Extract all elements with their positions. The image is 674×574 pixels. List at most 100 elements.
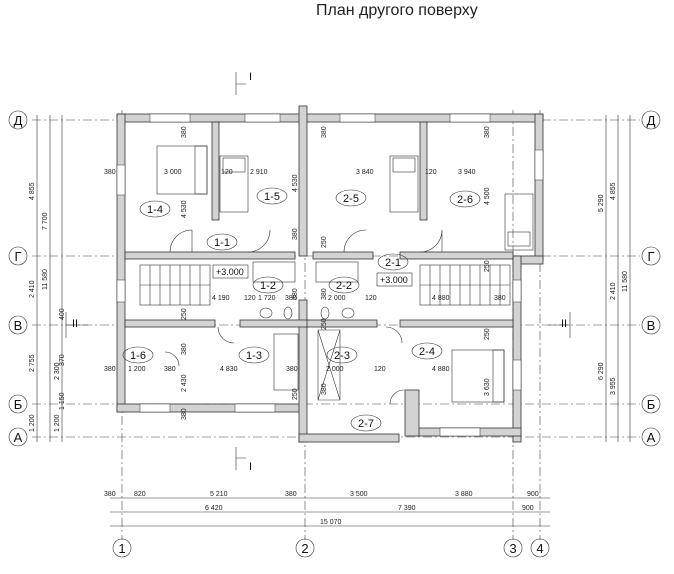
axis-row-D-left: Д xyxy=(14,113,23,128)
elevation-marks: +3.000 +3.000 xyxy=(212,264,413,287)
room-1-1: 1-1 xyxy=(214,237,230,249)
svg-text:120: 120 xyxy=(425,169,437,176)
interior-dimensions: 380 3 000 120 2 910 3 840 120 3 940 4 53… xyxy=(59,126,506,420)
svg-text:2 000: 2 000 xyxy=(328,295,346,302)
section-II-left: II xyxy=(72,318,78,330)
section-I-bottom: I xyxy=(249,461,252,473)
column-axis-markers: 1 2 3 4 xyxy=(112,538,550,558)
svg-text:250: 250 xyxy=(292,388,299,400)
room-2-4: 2-4 xyxy=(419,346,435,358)
axis-row-D-right: Д xyxy=(647,113,656,128)
left-dimensions: 4 855 2 410 2 755 1 200 7 700 2 300 1 20… xyxy=(29,115,63,442)
dim-b2-1: 7 390 xyxy=(398,505,416,512)
svg-text:3 940: 3 940 xyxy=(458,169,476,176)
dim-right-total: 11 580 xyxy=(622,271,629,292)
axis-col-4: 4 xyxy=(536,541,543,556)
dim-r1-0: 5 290 xyxy=(598,194,605,212)
svg-text:250: 250 xyxy=(181,308,188,320)
page-title: План другого поверху xyxy=(316,2,478,19)
svg-text:370: 370 xyxy=(59,354,66,366)
svg-text:1 200: 1 200 xyxy=(128,366,146,373)
room-labels: 1-1 1-2 1-3 1-4 1-5 1-6 2-1 2-2 2-3 2-4 … xyxy=(122,187,481,432)
bottom-dimensions: 380 820 5 210 380 3 500 3 880 900 6 420 … xyxy=(104,491,550,527)
room-1-2: 1-2 xyxy=(260,280,276,292)
dim-r2-2: 3 955 xyxy=(610,377,617,395)
dim-l2-0: 7 700 xyxy=(42,212,49,230)
axis-row-V-left: В xyxy=(14,318,23,333)
room-1-5: 1-5 xyxy=(264,191,280,203)
svg-text:380: 380 xyxy=(321,288,328,300)
dim-l1-0: 4 855 xyxy=(29,182,36,200)
svg-text:4 830: 4 830 xyxy=(220,366,238,373)
svg-text:2 910: 2 910 xyxy=(250,169,268,176)
axis-col-3: 3 xyxy=(509,541,516,556)
svg-text:1 150: 1 150 xyxy=(59,392,66,410)
room-1-6: 1-6 xyxy=(130,350,146,362)
svg-text:380: 380 xyxy=(104,169,116,176)
svg-text:250: 250 xyxy=(484,328,491,340)
axis-row-V-right: В xyxy=(647,318,656,333)
dim-b1-0: 380 xyxy=(104,491,116,498)
section-I-top: I xyxy=(249,71,252,83)
svg-text:3 630: 3 630 xyxy=(484,378,491,396)
axis-row-G-left: Г xyxy=(14,249,21,264)
section-marks: I I II II xyxy=(65,71,571,473)
axis-col-1: 1 xyxy=(118,541,125,556)
svg-text:250: 250 xyxy=(321,318,328,330)
doors xyxy=(164,229,443,405)
exterior-walls xyxy=(116,105,544,443)
svg-text:120: 120 xyxy=(244,295,256,302)
svg-text:380: 380 xyxy=(181,408,188,420)
svg-text:4 190: 4 190 xyxy=(212,295,230,302)
svg-text:380: 380 xyxy=(181,126,188,138)
dim-l2-2: 1 200 xyxy=(54,414,61,432)
dim-left-total: 11 580 xyxy=(42,269,49,290)
svg-text:120: 120 xyxy=(374,366,386,373)
room-2-7: 2-7 xyxy=(358,418,374,430)
room-2-6: 2-6 xyxy=(457,194,473,206)
stairs xyxy=(139,264,511,306)
svg-text:3 000: 3 000 xyxy=(164,169,182,176)
dim-l1-3: 1 200 xyxy=(29,414,36,432)
svg-text:380: 380 xyxy=(292,228,299,240)
svg-text:1 720: 1 720 xyxy=(258,295,276,302)
svg-text:380: 380 xyxy=(292,288,299,300)
svg-text:400: 400 xyxy=(59,308,66,320)
svg-text:380: 380 xyxy=(484,126,491,138)
svg-text:3 840: 3 840 xyxy=(356,169,374,176)
dim-b1-4: 3 500 xyxy=(350,491,368,498)
svg-text:4 500: 4 500 xyxy=(484,187,491,205)
svg-text:4 530: 4 530 xyxy=(292,174,299,192)
elevation-right: +3.000 xyxy=(380,275,408,285)
svg-text:380: 380 xyxy=(181,343,188,355)
dim-b1-3: 380 xyxy=(285,491,297,498)
svg-text:2 000: 2 000 xyxy=(326,366,344,373)
section-II-right: II xyxy=(561,318,567,330)
svg-text:380: 380 xyxy=(285,295,297,302)
svg-text:2 430: 2 430 xyxy=(181,374,188,392)
svg-text:120: 120 xyxy=(221,169,233,176)
dim-l1-1: 2 410 xyxy=(29,280,36,298)
svg-text:4 880: 4 880 xyxy=(432,366,450,373)
dim-b1-6: 900 xyxy=(527,491,539,498)
axis-row-A-left: А xyxy=(14,430,23,445)
svg-text:380: 380 xyxy=(321,383,328,395)
dim-r2-1: 2 410 xyxy=(610,282,617,300)
dim-b2-0: 6 420 xyxy=(205,505,223,512)
room-1-4: 1-4 xyxy=(147,204,163,216)
row-axis-markers: Д Г В Б А Д Г В Б А xyxy=(8,110,661,447)
axis-row-G-right: Г xyxy=(647,249,654,264)
axis-row-B-right: Б xyxy=(647,397,656,412)
windows xyxy=(116,113,544,437)
dim-r2-0: 4 855 xyxy=(610,182,617,200)
right-dimensions: 5 290 6 290 4 855 2 410 3 955 11 580 xyxy=(598,115,631,442)
room-2-1: 2-1 xyxy=(385,257,401,269)
svg-text:120: 120 xyxy=(365,295,377,302)
dim-b1-5: 3 880 xyxy=(455,491,473,498)
dim-b2-2: 900 xyxy=(522,505,534,512)
svg-text:380: 380 xyxy=(494,295,506,302)
room-2-5: 2-5 xyxy=(343,193,359,205)
elevation-left: +3.000 xyxy=(216,267,244,277)
svg-text:250: 250 xyxy=(321,236,328,248)
